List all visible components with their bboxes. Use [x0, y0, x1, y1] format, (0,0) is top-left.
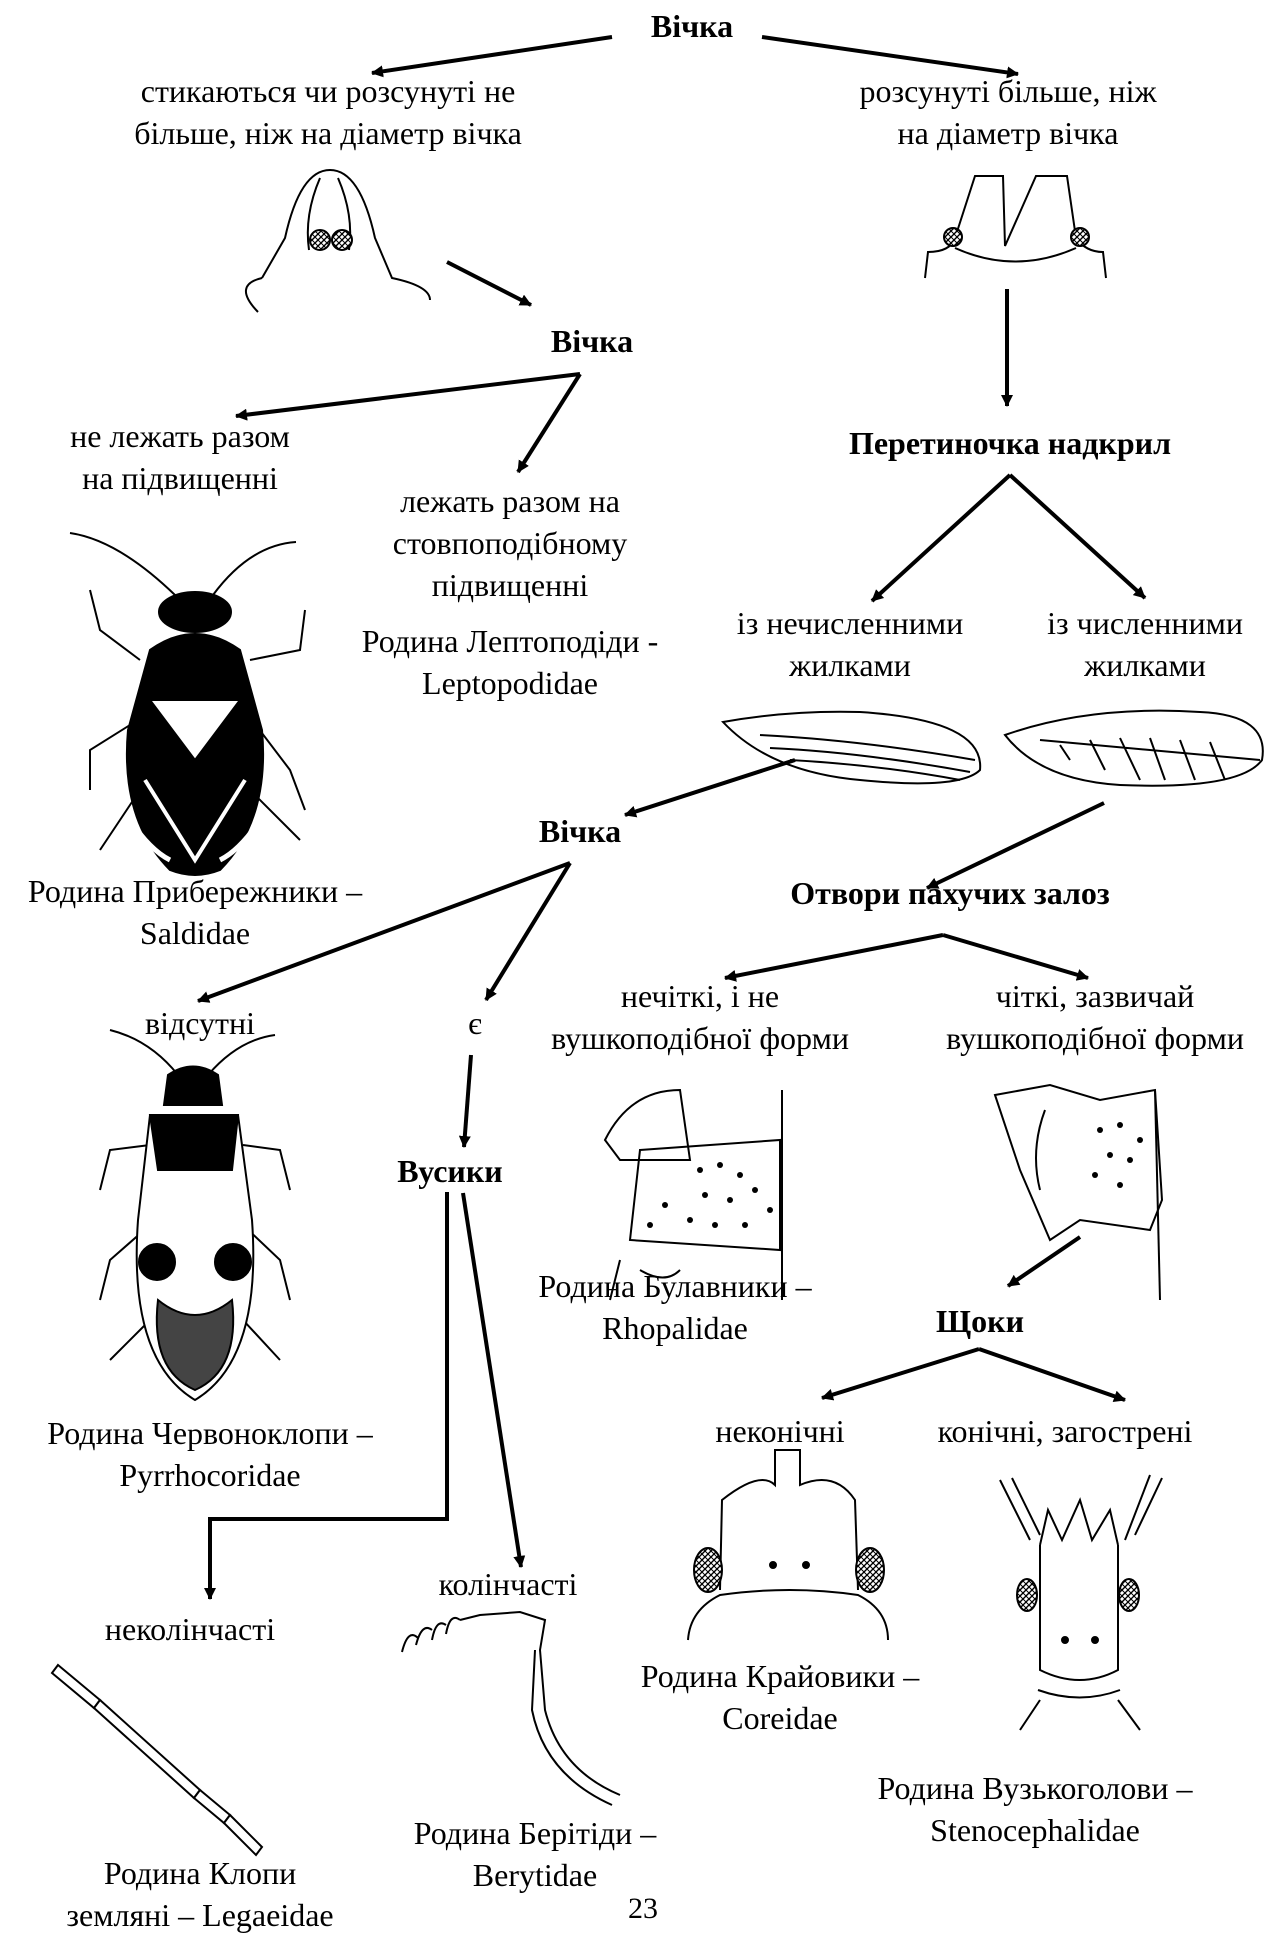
n6-family-right-line1: Родина Берітіди –	[375, 1812, 695, 1854]
wing-many-veins-illustration	[1005, 711, 1263, 786]
n2-right-option-line3: підвищенні	[340, 564, 680, 606]
head-ocelli-apart-illustration	[925, 176, 1106, 278]
n6-left-option: неколінчасті	[60, 1608, 320, 1650]
n3-title: Перетиночка надкрил	[800, 422, 1220, 464]
arrow-n5-right	[943, 935, 1088, 978]
n2-right-option-line2: стовпоподібному	[340, 522, 680, 564]
arrow-n3-left	[872, 475, 1010, 601]
n5-family-left-line2: Rhopalidae	[505, 1307, 845, 1349]
n1-right-option-line2: на діаметр вічка	[818, 112, 1198, 154]
n7-family-left-line1: Родина Крайовики –	[600, 1655, 960, 1697]
n3-left-option-line2: жилками	[700, 644, 1000, 686]
n2-right-option-line1: лежать разом на	[340, 480, 680, 522]
pyrrhocoridae-illustration	[100, 1030, 290, 1400]
arrow-n2-left	[236, 374, 580, 416]
arrow-n6-right	[463, 1193, 521, 1567]
n6-title: Вусики	[370, 1150, 530, 1192]
head-cheeks-conical-illustration	[1000, 1475, 1162, 1730]
n7-title: Щоки	[900, 1300, 1060, 1342]
n2-left-option-line2: на підвищенні	[20, 457, 340, 499]
n2-title: Вічка	[512, 320, 672, 362]
n4-left-option: відсутні	[80, 1002, 320, 1044]
arrow-n2-right	[518, 374, 580, 472]
n2-family-right-line1: Родина Лептоподіди -	[320, 620, 700, 662]
n7-family-left-line2: Coreidae	[600, 1697, 960, 1739]
n5-left-option-line2: вушкоподібної форми	[530, 1017, 870, 1059]
antenna-not-elbowed-illustration	[52, 1665, 262, 1855]
n6-family-left-line2: земляні – Legaeidae	[40, 1894, 360, 1936]
arrow-n1-right	[762, 37, 1018, 74]
arrow-n1-left	[372, 37, 612, 73]
n7-family-right-line2: Stenocephalidae	[835, 1809, 1235, 1851]
arrow-n7-left	[822, 1349, 979, 1398]
antenna-elbowed-illustration	[402, 1612, 620, 1805]
arrow-n3-right	[1010, 475, 1145, 598]
n2-family-right-line2: Leptopodidae	[320, 662, 700, 704]
n7-left-option: неконічні	[680, 1410, 880, 1452]
n7-right-option: конічні, загострені	[895, 1410, 1235, 1452]
n1-right-option-line1: розсунуті більше, ніж	[818, 70, 1198, 112]
n3-right-option-line2: жилками	[1010, 644, 1280, 686]
n7-family-right-line1: Родина Вузькоголови –	[835, 1767, 1235, 1809]
n2-family-left-line1: Родина Прибережники –	[0, 870, 390, 912]
n4-family-left-line1: Родина Червоноклопи –	[0, 1412, 420, 1454]
n6-family-left-line1: Родина Клопи	[40, 1852, 360, 1894]
n4-right-option: є	[445, 1002, 505, 1044]
n5-title: Отвори пахучих залоз	[740, 872, 1160, 914]
n3-left-option-line1: із нечисленними	[700, 602, 1000, 644]
n1-title: Вічка	[612, 5, 772, 47]
arrow-to-n2	[447, 262, 531, 305]
arrow-to-n6	[464, 1055, 471, 1147]
head-ocelli-close-illustration	[246, 170, 430, 312]
n5-family-left-line1: Родина Булавники –	[505, 1265, 845, 1307]
gland-distinct-illustration	[995, 1085, 1162, 1300]
n6-right-option: колінчасті	[398, 1563, 618, 1605]
n4-title: Вічка	[500, 810, 660, 852]
n4-family-left-line2: Pyrrhocoridae	[0, 1454, 420, 1496]
arrow-to-n4	[625, 760, 795, 815]
saldidae-illustration	[70, 533, 305, 875]
arrow-to-n7	[1008, 1237, 1080, 1286]
arrows	[198, 37, 1145, 1599]
n1-left-option-line1: стикаються чи розсунуті не	[78, 70, 578, 112]
arrow-n7-right	[979, 1349, 1125, 1400]
head-cheeks-not-conical-illustration	[688, 1450, 888, 1640]
n5-right-option-line1: чіткі, зазвичай	[915, 975, 1275, 1017]
n5-left-option-line1: нечіткі, і не	[530, 975, 870, 1017]
n2-family-left-line2: Saldidae	[0, 912, 390, 954]
n1-left-option-line2: більше, ніж на діаметр вічка	[78, 112, 578, 154]
arrow-n5-left	[725, 935, 943, 978]
page-number: 23	[603, 1888, 683, 1930]
n3-right-option-line1: із численними	[1010, 602, 1280, 644]
n2-left-option-line1: не лежать разом	[20, 415, 340, 457]
n5-right-option-line2: вушкоподібної форми	[915, 1017, 1275, 1059]
